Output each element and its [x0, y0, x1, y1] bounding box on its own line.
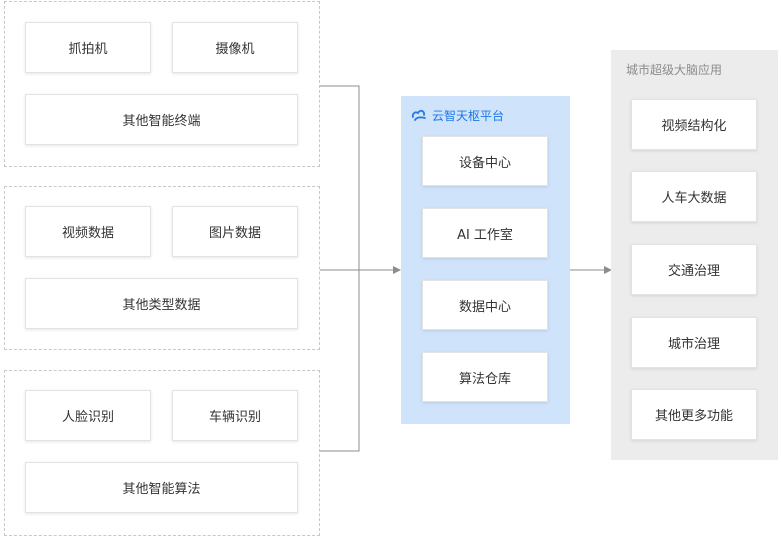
- image-data-box: 图片数据: [172, 206, 298, 257]
- traffic-governance-box: 交通治理: [631, 244, 757, 295]
- terminal-group: [4, 1, 320, 167]
- connector-terminal-group: [320, 85, 360, 270]
- algorithm-warehouse-box: 算法仓库: [422, 352, 548, 402]
- algorithm-group: [4, 370, 320, 536]
- ai-studio-box: AI 工作室: [422, 208, 548, 258]
- person-vehicle-bigdata-box: 人车大数据: [631, 171, 757, 222]
- video-data-box: 视频数据: [25, 206, 151, 257]
- connector-algorithm-group: [320, 270, 360, 452]
- data-center-box: 数据中心: [422, 280, 548, 330]
- device-center-box: 设备中心: [422, 136, 548, 186]
- video-structuring-box: 视频结构化: [631, 99, 757, 150]
- face-recognition-box: 人脸识别: [25, 390, 151, 441]
- other-data-type-box: 其他类型数据: [25, 278, 298, 329]
- video-camera-box: 摄像机: [172, 22, 298, 73]
- data-group: [4, 186, 320, 350]
- capture-camera-box: 抓拍机: [25, 22, 151, 73]
- platform-header: 云智天枢平台: [411, 106, 504, 124]
- city-governance-box: 城市治理: [631, 317, 757, 368]
- arrowhead-to-apps: [604, 266, 612, 274]
- platform-title: 云智天枢平台: [432, 108, 505, 123]
- more-functions-box: 其他更多功能: [631, 389, 757, 440]
- apps-title: 城市超级大脑应用: [626, 63, 723, 77]
- arrowhead-to-platform: [393, 266, 401, 274]
- vehicle-recognition-box: 车辆识别: [172, 390, 298, 441]
- other-smart-algorithm-box: 其他智能算法: [25, 462, 298, 513]
- other-smart-terminal-box: 其他智能终端: [25, 94, 298, 145]
- cloud-logo-icon: [411, 109, 426, 121]
